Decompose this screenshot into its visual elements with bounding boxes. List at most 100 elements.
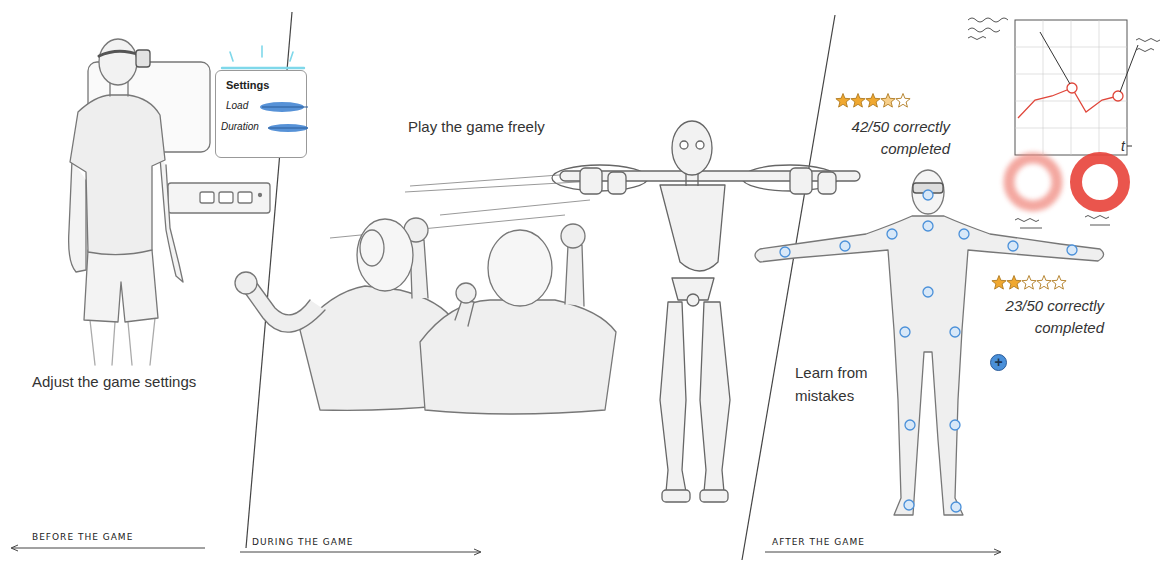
sketch-line: [230, 52, 233, 61]
console-button: [219, 192, 233, 203]
score-text: 42/50 correctly completed: [836, 116, 950, 160]
robot-gripper: [580, 168, 602, 194]
console-led: [259, 194, 262, 197]
robot-gripper: [818, 172, 836, 194]
human-body: [755, 216, 1104, 515]
robot-eye: [680, 141, 688, 149]
rating-star: [896, 94, 910, 108]
scribble: [968, 18, 1160, 52]
legs: [90, 318, 155, 365]
chart-grid: [1015, 20, 1127, 155]
robot-leg: [660, 302, 686, 492]
headset-visor: [136, 50, 150, 67]
player-head: [488, 230, 552, 306]
score-text: 23/50 correctly completed: [990, 295, 1104, 339]
axis-tick: [1127, 146, 1132, 147]
timeline-arrow: [765, 552, 1000, 553]
arm: [69, 160, 86, 272]
joint-marker: [951, 502, 961, 512]
node-title: Settings: [226, 79, 269, 91]
joint-marker: [923, 190, 933, 200]
caption-text: Play the game freely: [408, 118, 545, 136]
player-body: [420, 300, 616, 414]
robot-arms: [560, 171, 860, 181]
add-button: +: [990, 354, 1007, 371]
leader-line: [1040, 32, 1138, 92]
rating-star: [1037, 276, 1051, 290]
progress-ring: [1076, 158, 1124, 206]
chart-point: [1067, 83, 1077, 93]
score-chart: [968, 18, 1160, 155]
player-head: [357, 219, 413, 291]
arm: [160, 158, 183, 282]
joint-marker: [923, 221, 933, 231]
rating-star: [1022, 276, 1036, 290]
section-dividers: [246, 12, 835, 560]
shirt: [70, 95, 165, 255]
chart-frame: [1015, 20, 1127, 155]
rating-star: [992, 276, 1006, 290]
rating-star: [851, 94, 865, 108]
settings-sliders: [260, 102, 308, 132]
sketch-line: [261, 46, 263, 57]
robot-gripper: [790, 168, 812, 194]
robot-torso: [660, 185, 725, 271]
joint-markers: [780, 190, 1077, 512]
joint-marker: [959, 229, 969, 239]
robot-gripper: [608, 172, 626, 194]
robot: [552, 121, 860, 502]
sketch-line: [290, 52, 293, 61]
scribble: [1015, 216, 1110, 229]
star-ratings: [836, 94, 1066, 290]
node-text: Load: [226, 100, 248, 111]
caption-text: Learn from mistakes: [795, 362, 885, 407]
sketch-line: [222, 67, 304, 69]
node-title: +: [991, 355, 1006, 370]
player-fist: [561, 224, 585, 248]
human-head: [912, 170, 944, 214]
progress-ring: [1009, 158, 1057, 206]
player-arm: [455, 300, 474, 326]
phase-label: BEFORE THE GAME: [32, 532, 133, 542]
slider: [268, 124, 308, 132]
axis-label: t: [1121, 138, 1125, 155]
robot-joint: [687, 294, 699, 306]
rating-star: [881, 94, 895, 108]
sketch-line: [1099, 20, 1100, 155]
robot-eye: [696, 141, 704, 149]
slider-track: [268, 128, 308, 129]
rating-star: [866, 94, 880, 108]
phase-label: AFTER THE GAME: [772, 537, 865, 547]
shorts: [84, 250, 158, 322]
sketch-line: [1043, 20, 1044, 155]
body-figure: [755, 170, 1104, 515]
divider-line: [742, 15, 835, 560]
robot-foot: [700, 490, 728, 502]
robot-leg: [700, 302, 730, 492]
rating-star: [1007, 276, 1021, 290]
player-fist: [235, 272, 257, 294]
player-headset: [360, 230, 384, 266]
timeline-arrow: [12, 548, 205, 549]
player-fist: [456, 283, 476, 303]
node-text: Duration: [221, 121, 259, 132]
console-button: [238, 192, 252, 203]
motion-line: [440, 200, 590, 215]
phase-label: DURING THE GAME: [252, 537, 353, 547]
players: [235, 218, 616, 414]
robot-foot: [662, 490, 690, 502]
rating-star: [836, 94, 850, 108]
joint-marker: [1008, 241, 1018, 251]
joint-marker: [887, 229, 897, 239]
slider: [260, 102, 304, 112]
joint-marker: [950, 420, 960, 430]
console: [168, 183, 270, 213]
joint-marker: [905, 420, 915, 430]
settings-panel: SettingsLoadDuration: [215, 70, 307, 158]
timeline-arrow: [240, 552, 480, 553]
progress-rings: [1009, 158, 1124, 228]
